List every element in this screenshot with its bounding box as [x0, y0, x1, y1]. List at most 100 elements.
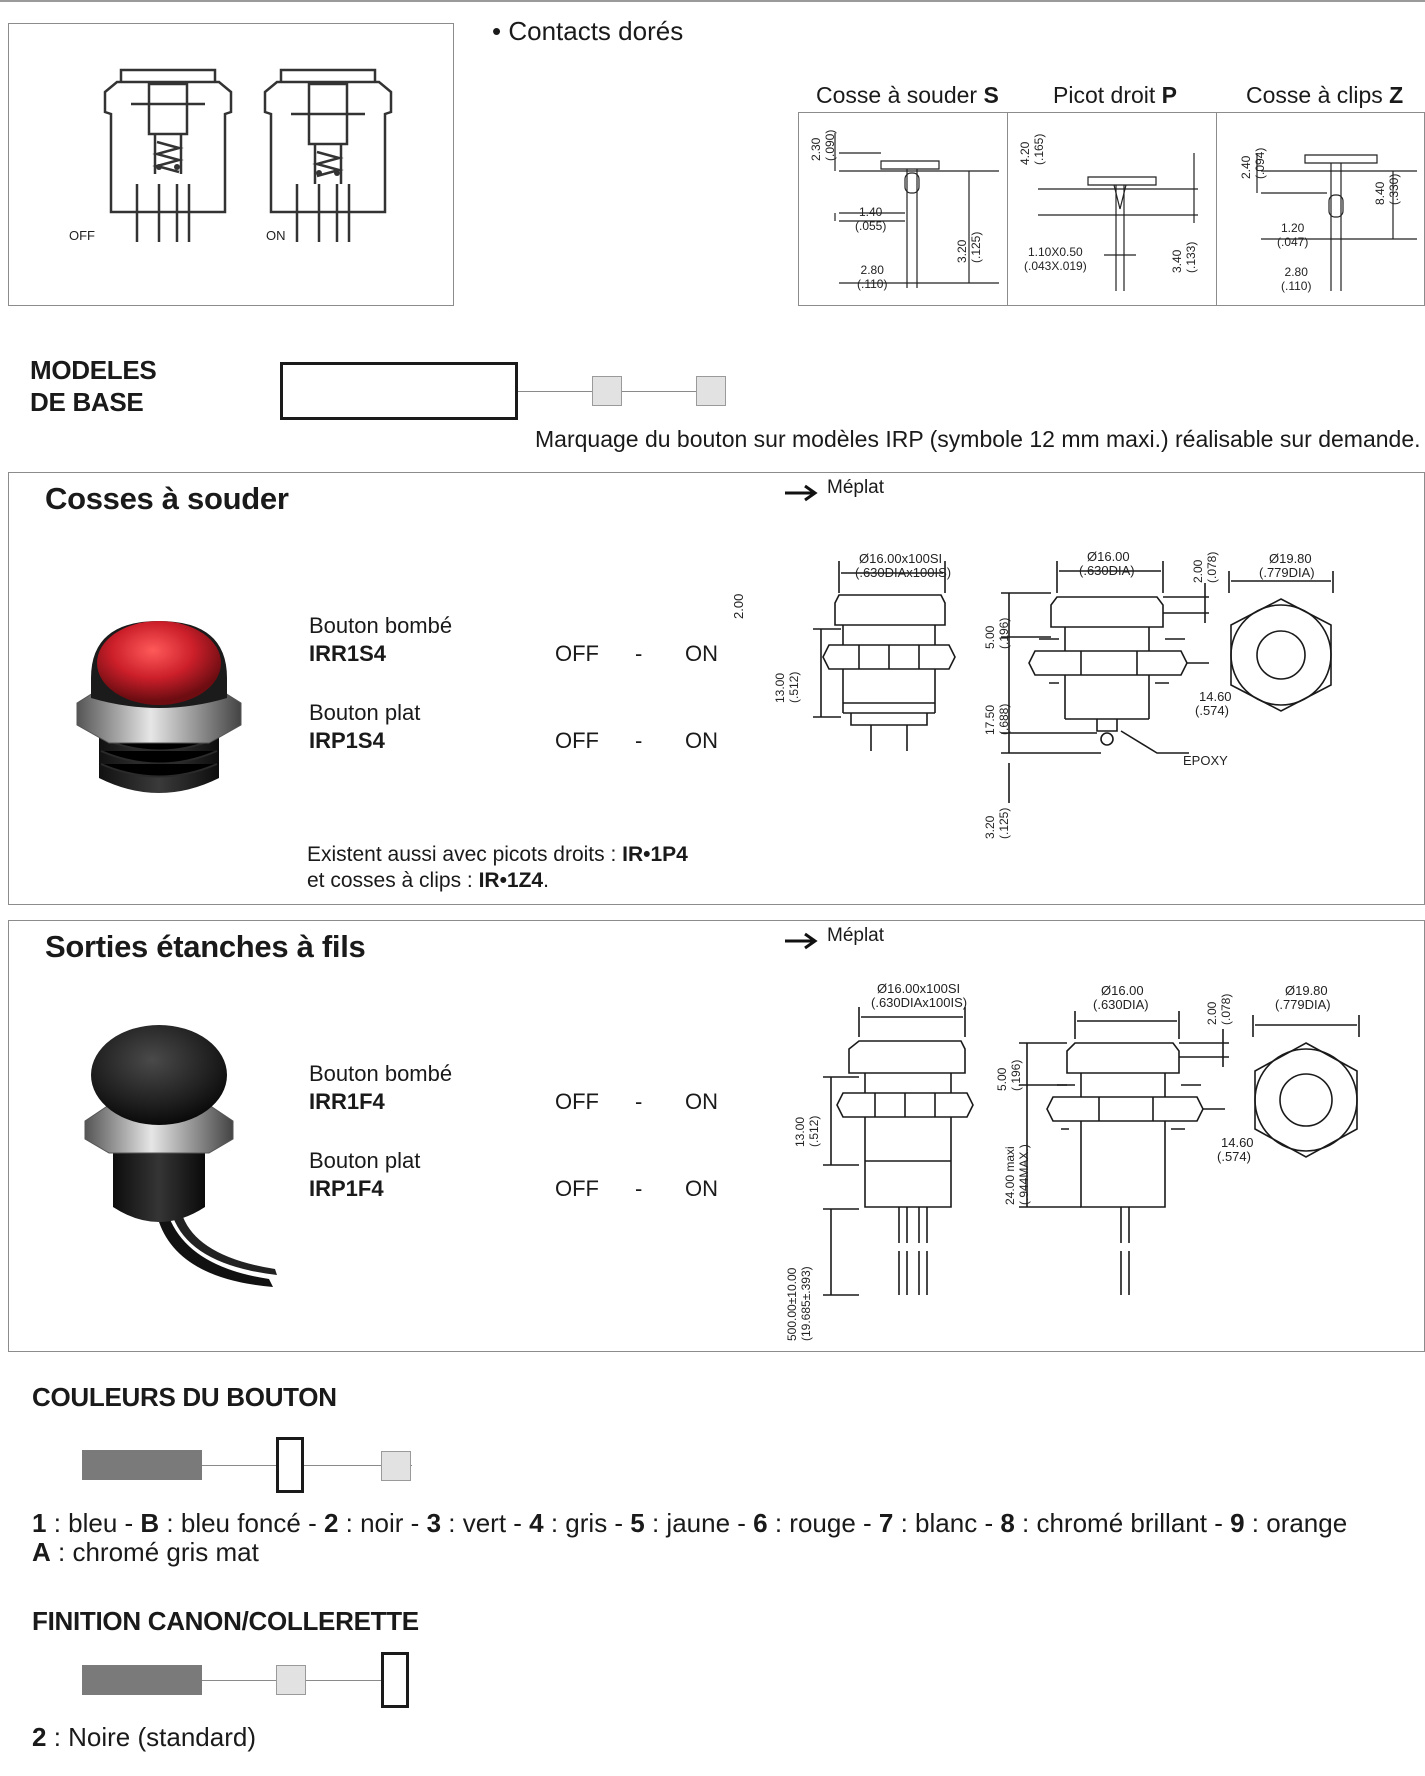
s1-also-line1: Existent aussi avec picots droits : IR•1…: [307, 843, 688, 867]
terminal-s-code: S: [983, 82, 999, 108]
s2-t1-in: (.078): [1219, 993, 1233, 1025]
legend-key: 2: [32, 1722, 47, 1752]
p-dim-b-in: (.043X.019): [1024, 259, 1087, 273]
s1-t1-label: 2.00(.078): [1191, 552, 1219, 583]
s2-h2-mm: 5.00: [995, 1067, 1009, 1091]
couleurs-legend-line2: A : chromé gris mat: [32, 1537, 259, 1568]
s1-w1: 14.60: [1199, 689, 1232, 704]
s1-h4: 3.20(.125): [983, 808, 1011, 839]
s2-p1-dash: -: [635, 1089, 643, 1114]
z-dim-a-mm: 2.40: [1239, 155, 1253, 179]
s1-also-line2-end: .: [543, 869, 549, 892]
couleurs-title: COULEURS DU BOUTON: [32, 1382, 337, 1412]
s2-h1-in: (.512): [807, 1115, 821, 1147]
model-code-slot-2: [696, 376, 726, 406]
mech-on-label: ON: [266, 228, 286, 243]
finition-code-slot-active: [381, 1652, 409, 1708]
s2-dimension-drawing: Ø16.00x100SI (.630DIAx100IS) Ø16.00 (.63…: [823, 981, 1360, 1296]
section2-title: Sorties étanches à fils: [45, 929, 366, 964]
s1-p1-dash: -: [635, 641, 643, 666]
finition-legend: 2 : Noire (standard): [32, 1722, 256, 1753]
s2-d2-in: (.630DIA): [1093, 997, 1149, 1012]
s-dim-a: 2.30(.090): [809, 130, 837, 161]
finition-code-bar: [82, 1665, 202, 1695]
p-dim-a: 4.20(.165): [1018, 134, 1046, 165]
s-dim-a-in: (.090): [823, 129, 837, 161]
legend-value: : blanc -: [893, 1508, 1001, 1538]
s2-w1: 14.60: [1221, 1135, 1254, 1150]
s1-t1: 2.00: [731, 594, 746, 619]
z-dim-c: 8.40(.330): [1373, 174, 1401, 205]
s2-d3: Ø19.80: [1285, 983, 1328, 998]
z-dim-a: 2.40(.094): [1239, 148, 1267, 179]
legend-key: 9: [1230, 1508, 1245, 1538]
s2-p1-on: ON: [685, 1089, 718, 1114]
s2-h2: 5.00(.196): [995, 1060, 1023, 1091]
p-dim-c: 3.40(.133): [1170, 242, 1198, 273]
s2-h4: 500.00±10.00(19.685±.393): [785, 1266, 813, 1341]
legend-key: 7: [878, 1508, 894, 1538]
legend-value: : bleu -: [46, 1508, 141, 1538]
s-dim-d: 2.80(.110): [857, 263, 887, 291]
p-dim-b-mm: 1.10X0.50: [1028, 245, 1083, 259]
s1-p1-off: OFF: [555, 641, 599, 666]
s1-also-line1-code: IR•1P4: [622, 843, 688, 866]
s-dim-d-mm: 2.80: [860, 263, 884, 277]
s2-p1-off: OFF: [555, 1089, 599, 1114]
s2-p2-desc: Bouton plat: [309, 1148, 421, 1173]
s1-also-line2-code: IR•1Z4: [478, 869, 544, 892]
mech-off-label: OFF: [69, 228, 95, 243]
terminal-p-code: P: [1161, 82, 1177, 108]
terminal-z-drawing: [1256, 153, 1417, 291]
p-dim-b: 1.10X0.50(.043X.019): [1024, 245, 1087, 273]
mechanism-diagram: [103, 68, 393, 242]
s2-h2-in: (.196): [1009, 1059, 1023, 1091]
modeles-title-line1: MODELES: [30, 355, 157, 385]
z-dim-b-mm: 1.20: [1281, 221, 1305, 235]
s2-p2-off: OFF: [555, 1176, 599, 1201]
marking-note: Marquage du bouton sur modèles IRP (symb…: [535, 426, 1421, 452]
s-dim-b-mm: 1.40: [859, 205, 883, 219]
s1-p1-desc: Bouton bombé: [309, 613, 453, 638]
legend-key: 5: [630, 1508, 645, 1538]
s1-p2-on: ON: [685, 728, 718, 753]
s1-t1-in: (.078): [1205, 551, 1219, 583]
s1-p2-desc: Bouton plat: [309, 700, 421, 725]
s1-d1-in: (.630DIAx100IS): [855, 565, 951, 580]
legend-value: : vert -: [441, 1508, 530, 1538]
legend-key: A: [32, 1537, 51, 1567]
p-dim-a-in: (.165): [1032, 133, 1046, 165]
terminal-s-drawing: [834, 133, 999, 288]
p-dim-c-mm: 3.40: [1170, 249, 1184, 273]
s1-h2-in: (.196): [997, 617, 1011, 649]
z-dim-c-in: (.330): [1387, 173, 1401, 205]
s-dim-c: 3.20(.125): [955, 232, 983, 263]
s1-p2-code: IRP1S4: [309, 728, 385, 753]
s1-h4-in: (.125): [997, 807, 1011, 839]
model-code-slot-1: [592, 376, 622, 406]
s1-h2-mm: 5.00: [983, 625, 997, 649]
legend-value: : orange: [1244, 1508, 1348, 1538]
s2-d3-in: (.779DIA): [1275, 997, 1331, 1012]
modeles-title-line2: DE BASE: [30, 387, 144, 417]
p-dim-c-in: (.133): [1184, 241, 1198, 273]
s1-d2-in: (.630DIA): [1079, 563, 1135, 578]
z-dim-b-in: (.047): [1277, 235, 1309, 249]
legend-key: 3: [426, 1508, 442, 1538]
terminal-s-box: 2.30(.090) 1.40(.055) 3.20(.125) 2.80(.1…: [798, 112, 1008, 306]
s-dim-a-mm: 2.30: [809, 137, 823, 161]
terminal-p-drawing: [1038, 153, 1198, 291]
s2-p2-on: ON: [685, 1176, 718, 1201]
red-button-photo: [76, 621, 242, 793]
terminal-z-code: Z: [1389, 82, 1404, 108]
p-dim-a-mm: 4.20: [1018, 141, 1032, 165]
z-dim-c-mm: 8.40: [1373, 181, 1387, 205]
section1-title: Cosses à souder: [45, 481, 289, 516]
legend-value: : jaune -: [644, 1508, 754, 1538]
section-cosses-a-souder: Cosses à souder Bouton bombé IRR1S4 OFF …: [8, 472, 1425, 905]
contacts-bullet: • Contacts dorés: [492, 16, 684, 46]
couleurs-code-bar: [82, 1450, 202, 1480]
s2-t1-mm: 2.00: [1205, 1001, 1219, 1025]
s1-also-line2-text: et cosses à clips :: [307, 869, 479, 892]
s2-meplat-label: Méplat: [827, 925, 885, 946]
